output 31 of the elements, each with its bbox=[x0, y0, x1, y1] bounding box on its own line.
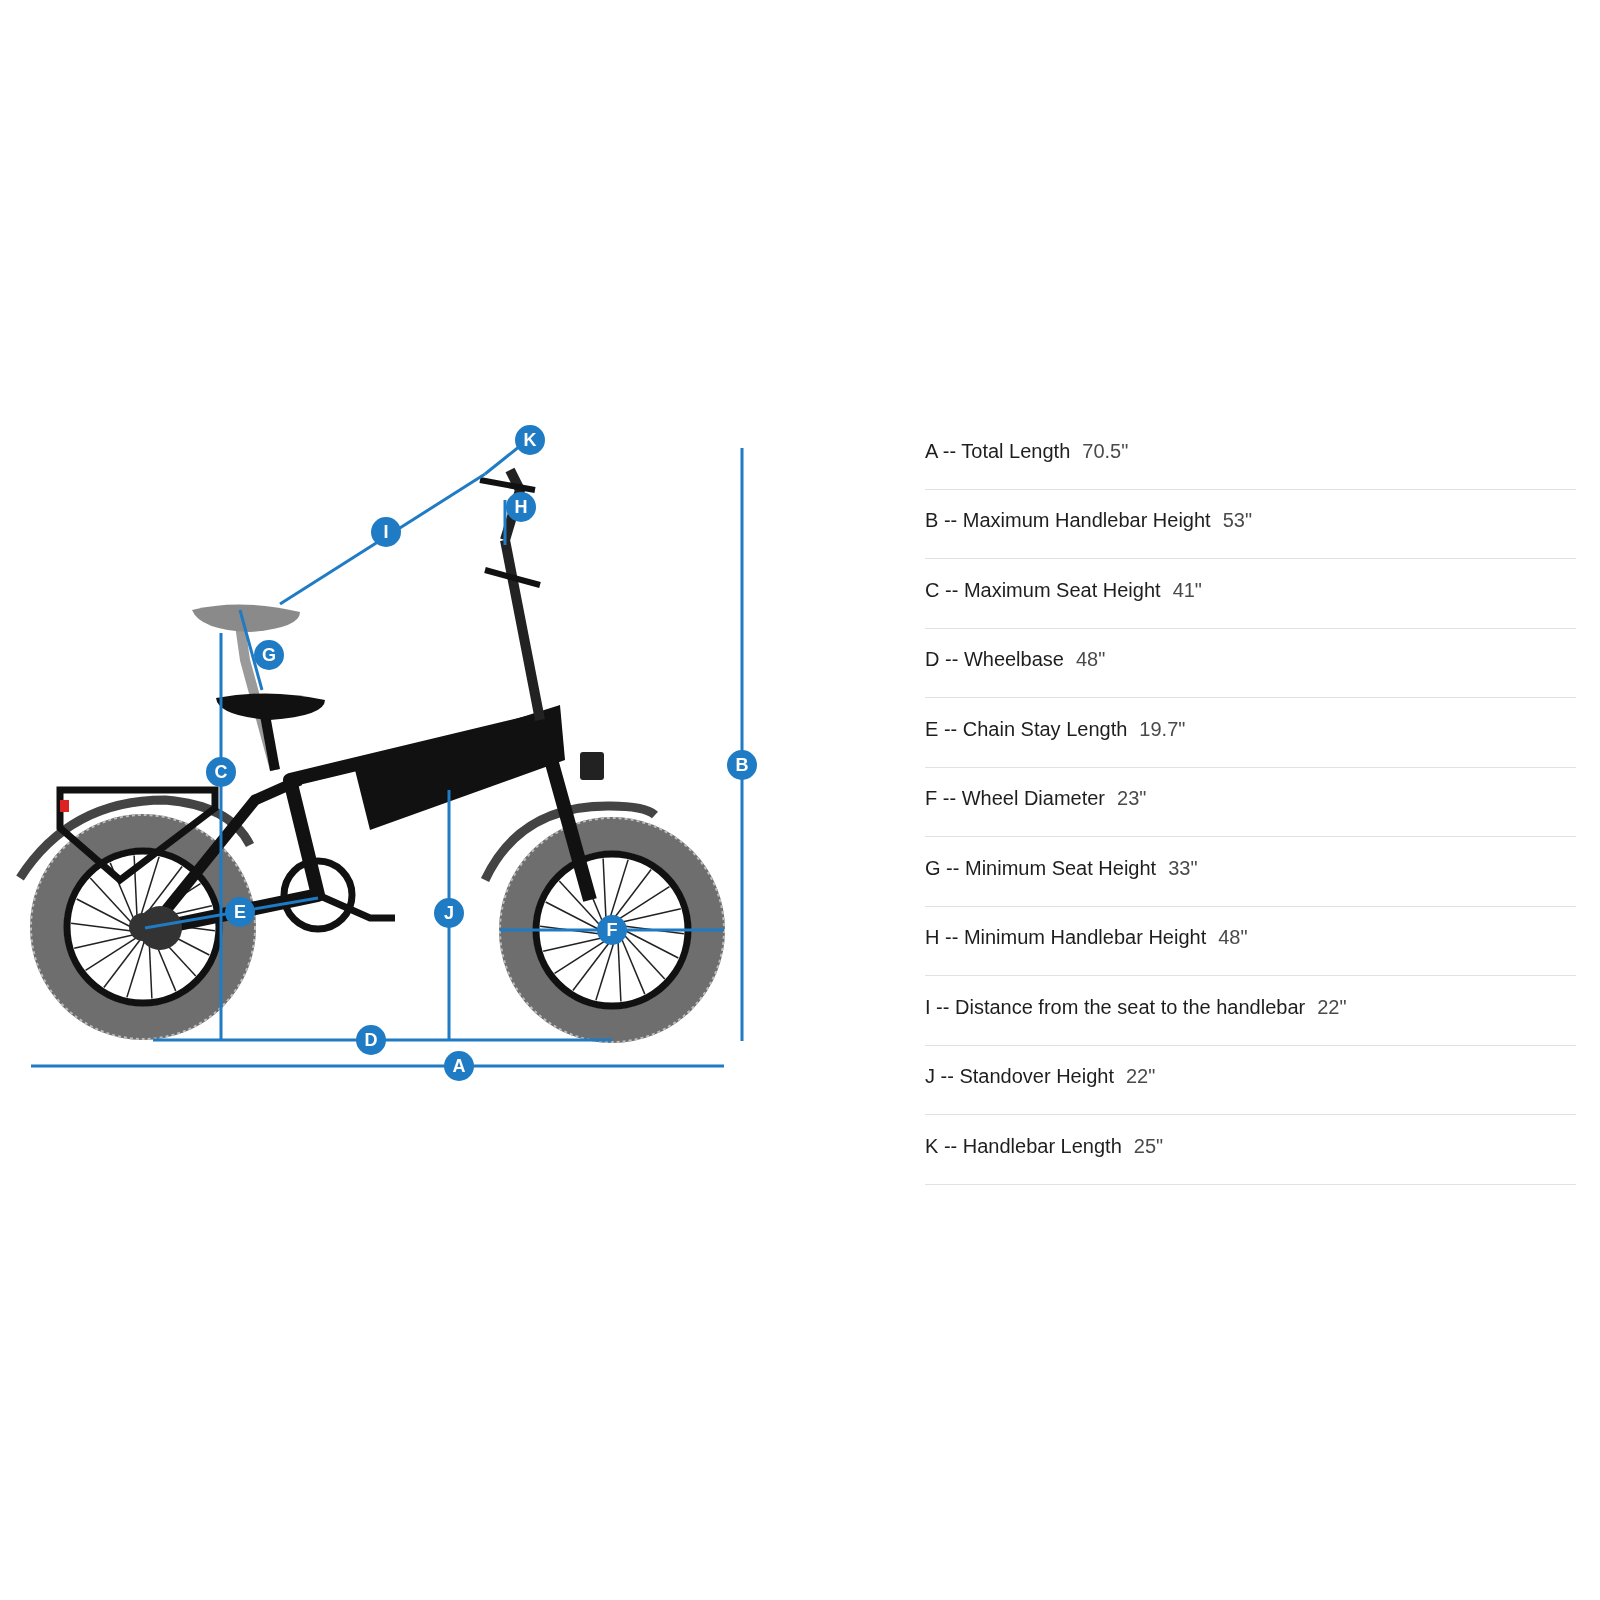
dimension-value: 23" bbox=[1117, 787, 1147, 811]
callout-letter: G bbox=[254, 640, 284, 670]
dimension-value: 41" bbox=[1172, 578, 1202, 602]
dimension-name: E -- Chain Stay Length bbox=[925, 717, 1128, 741]
dimension-name: D -- Wheelbase bbox=[925, 648, 1064, 672]
callout-letter: I bbox=[371, 517, 401, 547]
dimension-value: 70.5" bbox=[1082, 439, 1129, 463]
callout-letter: A bbox=[444, 1051, 474, 1081]
dimension-value: 48" bbox=[1075, 648, 1106, 672]
callout-letter: B bbox=[727, 750, 757, 780]
dimension-value: 53" bbox=[1222, 509, 1252, 533]
dimension-name: C -- Maximum Seat Height bbox=[925, 578, 1161, 602]
dimension-name: F -- Wheel Diameter bbox=[925, 787, 1106, 811]
dimension-name: I -- Distance from the seat to the handlebar bbox=[925, 995, 1306, 1019]
dimension-value: 22" bbox=[1317, 995, 1347, 1019]
dimension-value: 22" bbox=[1126, 1065, 1156, 1089]
callout-letter: C bbox=[206, 757, 236, 787]
callout-letter: D bbox=[356, 1025, 386, 1055]
dimension-name: A -- Total Length bbox=[925, 439, 1071, 463]
dimension-value: 25" bbox=[1133, 1134, 1164, 1158]
dimension-value: 33" bbox=[1168, 856, 1198, 880]
dimension-name: G -- Minimum Seat Height bbox=[925, 856, 1157, 880]
callout-letter: J bbox=[434, 898, 464, 928]
callout-letter: K bbox=[515, 425, 545, 455]
callout-letter: H bbox=[506, 492, 536, 522]
dimension-name: J -- Standover Height bbox=[925, 1065, 1114, 1089]
dimension-name: H -- Minimum Handlebar Height bbox=[925, 926, 1207, 950]
dimension-value: 19.7" bbox=[1139, 717, 1186, 741]
dimension-name: K -- Handlebar Length bbox=[925, 1134, 1122, 1158]
dimension-name: B -- Maximum Handlebar Height bbox=[925, 509, 1211, 533]
dimension-value: 48" bbox=[1218, 926, 1248, 950]
